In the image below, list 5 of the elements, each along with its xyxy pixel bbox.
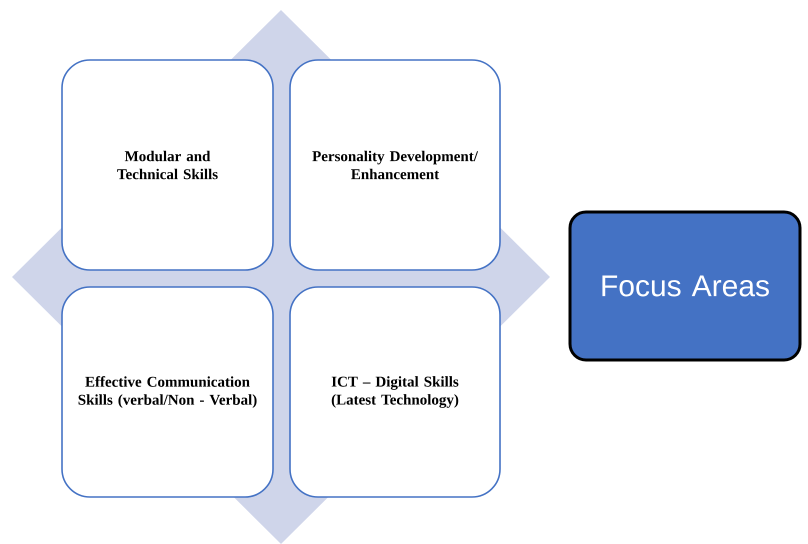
focus-areas-box: Focus Areas bbox=[568, 210, 802, 362]
skill-box: Personality Development/ Enhancement bbox=[289, 59, 501, 271]
skill-box: Modular and Technical Skills bbox=[61, 59, 274, 271]
skill-box: Effective Communication Skills (verbal/Non - Verbal) bbox=[61, 286, 274, 498]
skill-box: ICT – Digital Skills (Latest Technology) bbox=[289, 286, 501, 498]
